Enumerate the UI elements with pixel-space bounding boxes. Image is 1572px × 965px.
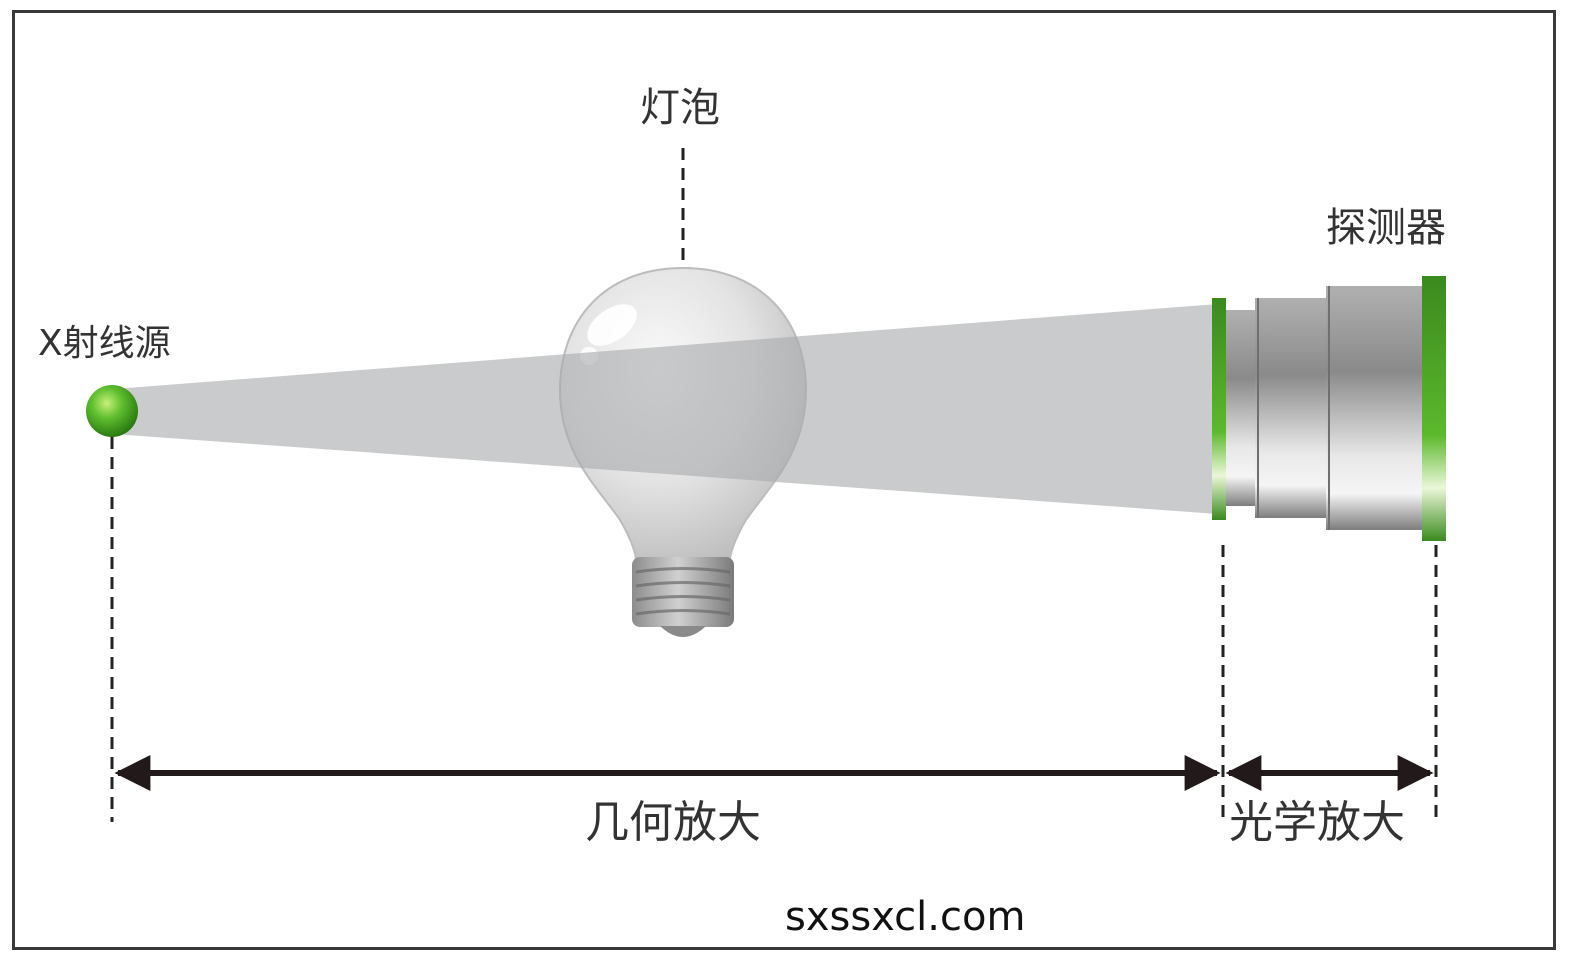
detector-icon [1212, 276, 1446, 541]
watermark: sxssxcl.com [785, 894, 1026, 940]
detector-label: 探测器 [1326, 205, 1446, 251]
geometric-magnification-label: 几何放大 [585, 797, 761, 848]
optical-magnification-label: 光学放大 [1229, 797, 1405, 848]
xray-source-label: X射线源 [38, 323, 171, 364]
xray-source-icon [86, 385, 138, 437]
xray-beam [114, 304, 1218, 514]
bulb-label: 灯泡 [640, 85, 720, 131]
